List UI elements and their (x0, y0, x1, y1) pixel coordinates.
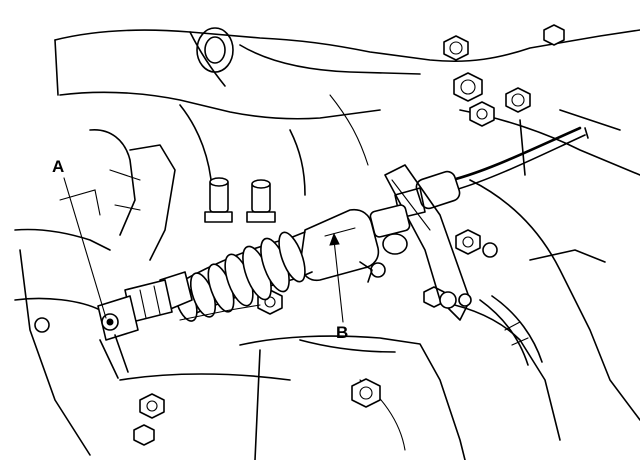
leader-line-b (333, 239, 344, 323)
twin-studs (204, 177, 276, 223)
lever-end-a (97, 271, 261, 379)
shift-cable (394, 126, 589, 219)
callout-label-b: B (336, 323, 349, 342)
callout-label-a: A (52, 157, 65, 176)
leader-line-a (63, 177, 107, 319)
cable-housing-b (299, 204, 411, 283)
transmission-housing (14, 27, 640, 461)
hex-nut-cluster (443, 24, 565, 127)
housing-bolts (133, 229, 498, 446)
cable-bracket (384, 164, 472, 321)
rubber-boot (174, 231, 313, 322)
leader-arrow-b (329, 232, 340, 246)
hose-lines (479, 249, 606, 366)
